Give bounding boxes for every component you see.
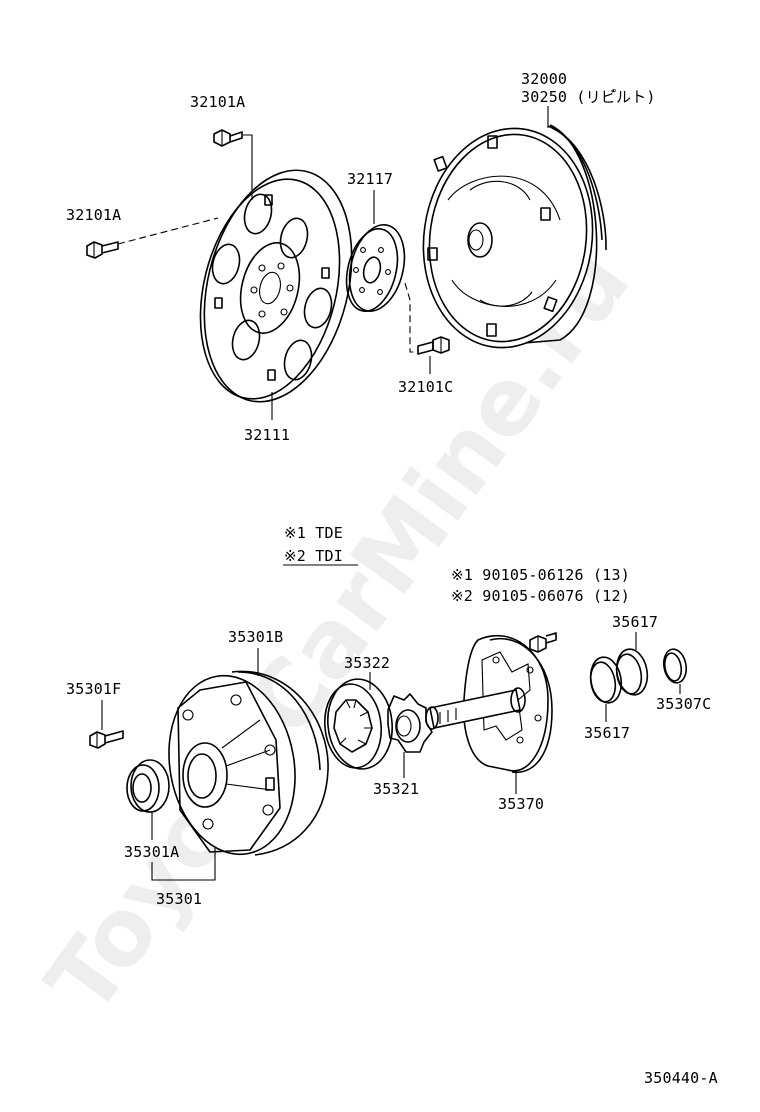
label-35301: 35301: [156, 890, 202, 908]
label-32101c: 32101C: [398, 378, 453, 396]
label-35321: 35321: [373, 780, 419, 798]
stator-shaft-35370[interactable]: [425, 634, 553, 774]
label-35617-top: 35617: [612, 613, 658, 631]
drive-gear-35321[interactable]: [387, 693, 433, 753]
label-35370: 35370: [498, 795, 544, 813]
legend-row1: ※1 TDE: [284, 524, 343, 542]
label-32101a-top: 32101A: [190, 93, 245, 111]
ring-35307c[interactable]: [661, 647, 689, 684]
driven-gear-35322[interactable]: [321, 676, 397, 772]
label-35301b: 35301B: [228, 628, 283, 646]
bolt-note-row2: ※2 90105-06076 (12): [451, 587, 630, 605]
label-32117: 32117: [347, 170, 393, 188]
plate-32117[interactable]: [339, 219, 413, 317]
label-35301a: 35301A: [124, 843, 179, 861]
label-30250: 30250 (リビ゚ルト): [521, 88, 656, 106]
label-32111: 32111: [244, 426, 290, 444]
label-32101a-left: 32101A: [66, 206, 121, 224]
pump-body-35301b[interactable]: [155, 666, 329, 865]
leader-35301-bracket: [151, 845, 216, 881]
label-35617-bottom: 35617: [584, 724, 630, 742]
bolt-90105[interactable]: [529, 632, 557, 653]
bolt-32101a-left[interactable]: [86, 241, 119, 259]
flex-plate-32111[interactable]: [179, 155, 375, 418]
diagram-id: 350440-A: [644, 1069, 718, 1087]
seal-ring-35617-b[interactable]: [613, 647, 651, 698]
leader-32101a-left: [117, 217, 219, 245]
svg-text:ToyotaCarMine.ru: ToyotaCarMine.ru: [26, 230, 650, 1033]
label-35322: 35322: [344, 654, 390, 672]
watermark: ToyotaCarMine.ru: [26, 230, 650, 1033]
bolt-35301f[interactable]: [89, 730, 124, 749]
label-35301f: 35301F: [66, 680, 121, 698]
torque-converter-32000[interactable]: [410, 117, 607, 358]
bolt-32101c[interactable]: [417, 336, 450, 355]
leader-32101a-top: [243, 134, 253, 200]
leader-32101c: [404, 282, 418, 353]
bolt-note-row1: ※1 90105-06126 (13): [451, 566, 630, 584]
oil-seal-35301a[interactable]: [126, 759, 170, 813]
label-32000: 32000: [521, 70, 567, 88]
legend-row2: ※2 TDI: [284, 547, 343, 565]
bolt-32101a-top[interactable]: [213, 129, 243, 147]
label-35307c: 35307C: [656, 695, 711, 713]
seal-ring-35617-a[interactable]: [587, 655, 625, 706]
